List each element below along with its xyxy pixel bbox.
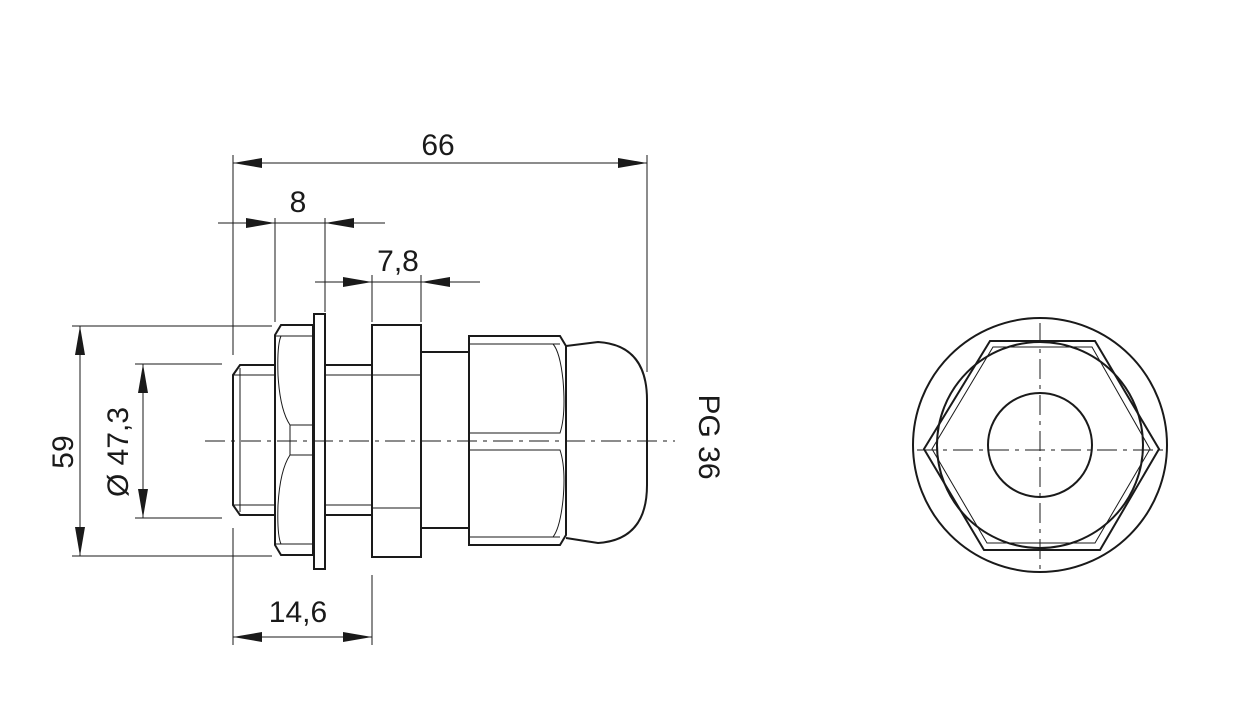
dim-7-8-label: 7,8 bbox=[377, 245, 419, 278]
hex-outline bbox=[922, 340, 1161, 551]
dim-8-label: 8 bbox=[290, 186, 307, 219]
dim-59-label: 59 bbox=[47, 435, 80, 468]
dim-diameter-label: Ø 47,3 bbox=[102, 407, 135, 497]
cap-nut-hex bbox=[468, 335, 567, 546]
side-view bbox=[205, 313, 675, 570]
outer-circle bbox=[912, 317, 1168, 573]
hex-nut-left bbox=[274, 324, 314, 556]
shank-upper bbox=[421, 351, 469, 529]
dimensions: 66 8 7,8 59 Ø 47,3 14,6 PG 36 bbox=[47, 129, 725, 645]
shank bbox=[325, 364, 372, 516]
end-view bbox=[912, 317, 1168, 573]
dim-14-6-label: 14,6 bbox=[269, 596, 327, 629]
thread-label: PG 36 bbox=[692, 394, 725, 479]
dome-seal bbox=[565, 340, 648, 545]
dim-66-label: 66 bbox=[421, 129, 454, 162]
thread-stub bbox=[232, 364, 276, 516]
